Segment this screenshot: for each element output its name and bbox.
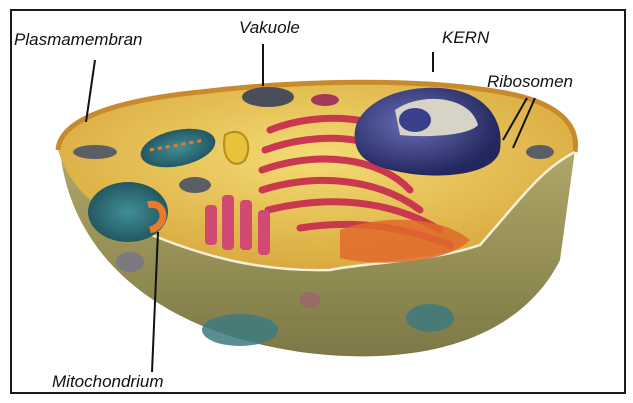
vacuole xyxy=(242,87,294,107)
label-kern: KERN xyxy=(442,29,489,46)
side-vesicle xyxy=(202,314,278,346)
side-vesicle xyxy=(406,304,454,332)
side-vesicle xyxy=(300,292,320,308)
vacuole xyxy=(311,94,339,106)
nucleolus xyxy=(399,108,431,132)
golgi-small xyxy=(224,132,248,164)
label-ribosomen: Ribosomen xyxy=(487,73,573,90)
label-vakuole: Vakuole xyxy=(239,19,300,36)
label-mitochondrium: Mitochondrium xyxy=(52,373,164,390)
side-vesicle xyxy=(116,252,144,272)
label-plasmamembran: Plasmamembran xyxy=(14,31,143,48)
vacuole xyxy=(526,145,554,159)
mitochondrion-large xyxy=(88,182,168,242)
vacuole xyxy=(179,177,211,193)
vacuole xyxy=(73,145,117,159)
